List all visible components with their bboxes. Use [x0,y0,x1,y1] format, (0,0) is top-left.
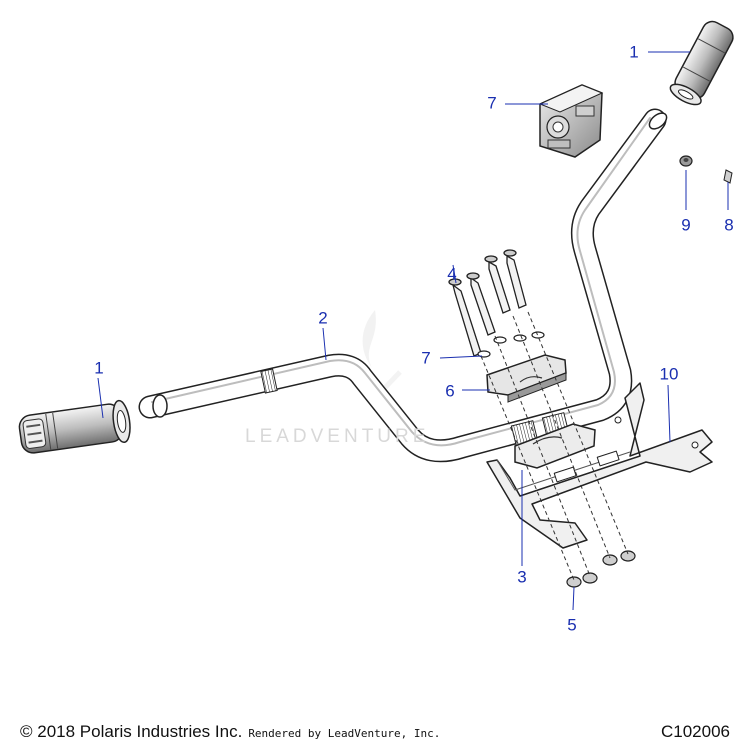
assembly-lines [480,311,629,581]
rendered-by-text: Rendered by LeadVenture, Inc. [248,727,441,740]
leader-lines [97,51,729,611]
knurl-band-left [260,368,278,394]
callout-10-bracket: 10 [659,364,679,384]
handlebar-end-left [152,394,168,418]
copyright-text: © 2018 Polaris Industries Inc. [20,722,243,741]
bolt-4 [503,249,527,309]
washers [477,331,545,358]
right-grip [669,20,734,106]
callout-4-bolt: 4 [447,264,457,284]
callout-7-washer: 7 [421,348,431,368]
footer: © 2018 Polaris Industries Inc. Rendered b… [20,720,730,742]
callout-3-lower-clamp: 3 [517,567,527,587]
bolt-3 [484,255,511,314]
handlebar [138,108,667,463]
watermark-text: LEADVENTURE [245,426,430,447]
callout-1-right-grip: 1 [629,42,639,62]
callout-2-handlebar: 2 [318,308,328,328]
pin-part-8 [723,169,733,184]
handlebar-end-right [648,112,668,130]
left-grip [18,399,131,454]
callout-8-pin: 8 [724,215,734,235]
switch-housing [538,84,604,158]
nut-part-9 [679,155,693,167]
lower-clamp [514,423,596,469]
mounting-bracket [486,382,713,549]
footer-left: © 2018 Polaris Industries Inc. Rendered b… [20,722,440,742]
diagram-code: C102006 [660,722,730,741]
callout-7-switch-housing: 7 [487,93,497,113]
upper-clamp [486,354,567,403]
flange-nuts [566,550,636,588]
bolt-2 [466,272,496,336]
callout-5-nut: 5 [567,615,577,635]
callout-1-left-grip: 1 [94,358,104,378]
callout-9-nut: 9 [681,215,691,235]
callout-6-upper-clamp: 6 [445,381,455,401]
bolts [448,249,527,357]
